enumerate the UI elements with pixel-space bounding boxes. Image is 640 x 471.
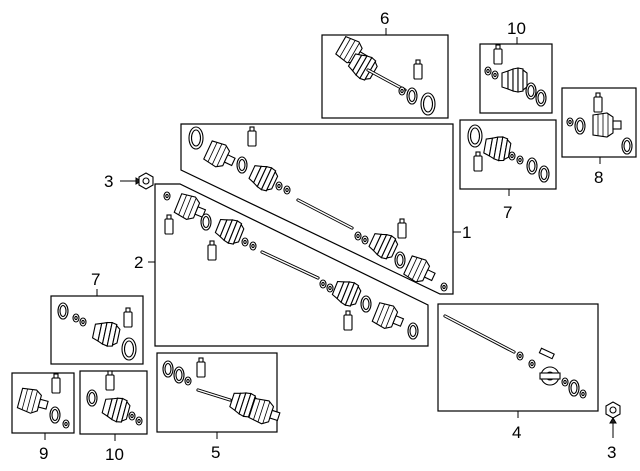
box-7-left-boot-kit — [50, 289, 144, 365]
callout-8: 8 — [594, 168, 603, 187]
callout-2: 2 — [134, 253, 143, 272]
callout-3-left: 3 — [104, 172, 113, 191]
callout-10-bottom: 10 — [105, 445, 124, 464]
callout-3-left-nut — [120, 172, 154, 190]
callout-10-top: 10 — [507, 19, 526, 38]
callout-3-bottom: 3 — [607, 443, 616, 462]
callout-5: 5 — [211, 443, 220, 462]
callout-4: 4 — [512, 423, 521, 442]
box-2-axle-assembly — [148, 183, 429, 347]
box-5-axle-shaft — [156, 352, 283, 439]
callout-7-right: 7 — [503, 203, 512, 222]
box-6-outer-joint-kit — [321, 28, 449, 119]
box-8-inner-joint-kit — [561, 87, 637, 164]
callout-9: 9 — [39, 444, 48, 463]
box-7-right-boot-kit — [459, 119, 557, 196]
box-1-axle-assembly — [180, 123, 461, 295]
box-10-top-boot-kit — [479, 37, 553, 114]
callout-3-bottom-nut — [605, 401, 621, 438]
box-4-intermediate-shaft — [437, 303, 599, 418]
callout-7-left: 7 — [91, 270, 100, 289]
box-9-outer-joint-kit — [11, 372, 75, 440]
callout-6: 6 — [380, 9, 389, 28]
box-10-bottom-boot-kit — [79, 370, 148, 441]
callout-1: 1 — [462, 223, 471, 242]
